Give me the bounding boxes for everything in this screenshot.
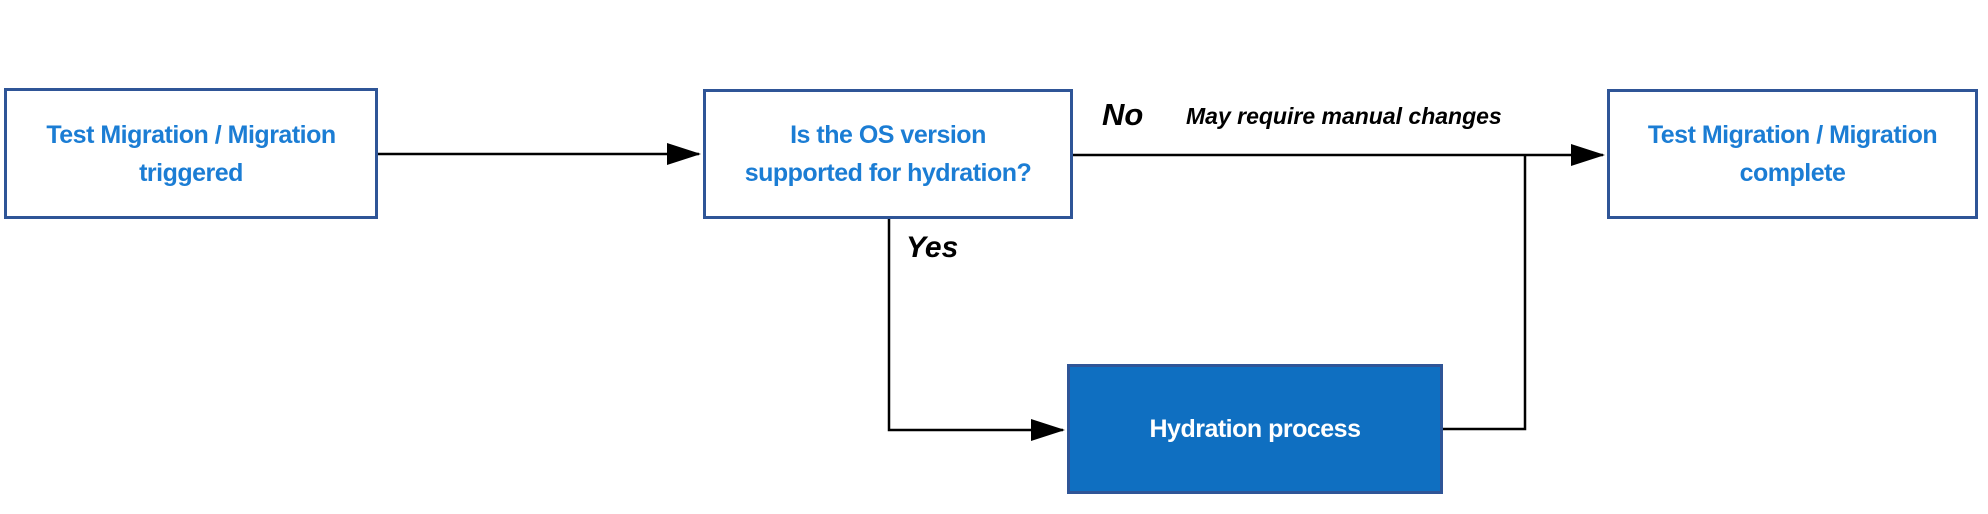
- connector-decision-to-hydration: [887, 219, 1065, 441]
- connector-hydration-to-complete: [1443, 156, 1527, 431]
- edge-label-may-require-manual-changes: May require manual changes: [1186, 103, 1502, 129]
- node-label: Test Migration / Migration triggered: [46, 120, 336, 187]
- node-test-migration-triggered: Test Migration / Migration triggered: [4, 88, 378, 219]
- node-os-version-supported-decision: Is the OS version supported for hydratio…: [703, 89, 1073, 219]
- node-test-migration-complete: Test Migration / Migration complete: [1607, 89, 1978, 219]
- edge-label-no: No: [1102, 97, 1144, 132]
- node-label: Hydration process: [1149, 415, 1361, 443]
- node-hydration-process: Hydration process: [1067, 364, 1443, 494]
- node-label: Is the OS version supported for hydratio…: [744, 121, 1032, 187]
- edge-label-yes: Yes: [906, 231, 959, 264]
- node-label: Test Migration / Migration complete: [1647, 121, 1938, 187]
